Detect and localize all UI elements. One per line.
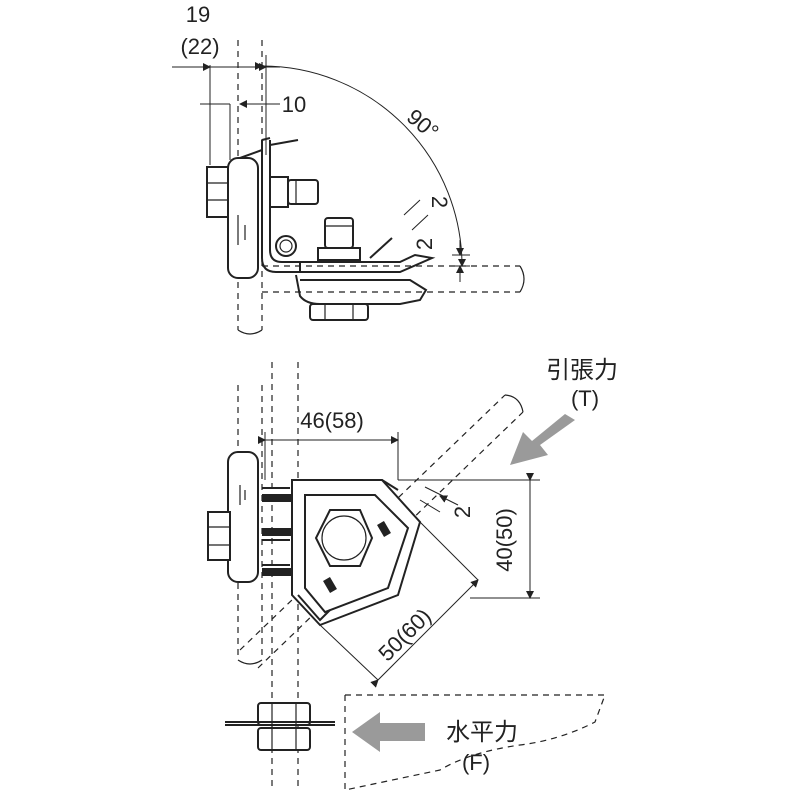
top-view: 19 (22) 10 90° 2 2 — [172, 2, 525, 335]
horizontal-pipe-top — [262, 265, 525, 293]
horizontal-bolt-top — [269, 176, 319, 208]
left-bolt-top — [206, 157, 259, 279]
dim-horizontal-label: 46(58) — [300, 408, 364, 433]
dim-width-label: 19 — [186, 2, 210, 27]
bracket-plate-bottom — [291, 479, 422, 627]
surface-outline — [344, 694, 606, 791]
dim-clear-2-label: 2 — [412, 238, 437, 250]
bottom-view: 46(58) 40(50) 50(60) 2 引張力 (T) 水平力 (F) — [207, 357, 618, 791]
bottom-dimensions — [258, 432, 540, 688]
lower-clip-top — [295, 274, 428, 321]
dim-angle-label: 90° — [402, 104, 444, 145]
horizontal-force-label: 水平力 — [446, 719, 518, 746]
horizontal-force-symbol: (F) — [462, 750, 490, 775]
tension-label: 引張力 — [546, 357, 618, 384]
left-clamp-bottom — [207, 451, 292, 583]
horizontal-force-arrow — [352, 712, 425, 752]
dim-gap-label: 10 — [282, 92, 306, 117]
dim-vertical-label: 40(50) — [492, 508, 517, 572]
dim-clear-label: 2 — [450, 506, 475, 518]
diagonal-pipe-bottom — [239, 394, 524, 669]
bottom-nuts — [225, 702, 335, 751]
dim-clear-1-label: 2 — [427, 196, 452, 208]
tension-symbol: (T) — [571, 386, 599, 411]
top-dimensions — [172, 55, 470, 282]
dim-width-alt-label: (22) — [180, 34, 219, 59]
tension-arrow — [510, 414, 575, 465]
dim-diagonal-label: 50(60) — [373, 603, 436, 666]
